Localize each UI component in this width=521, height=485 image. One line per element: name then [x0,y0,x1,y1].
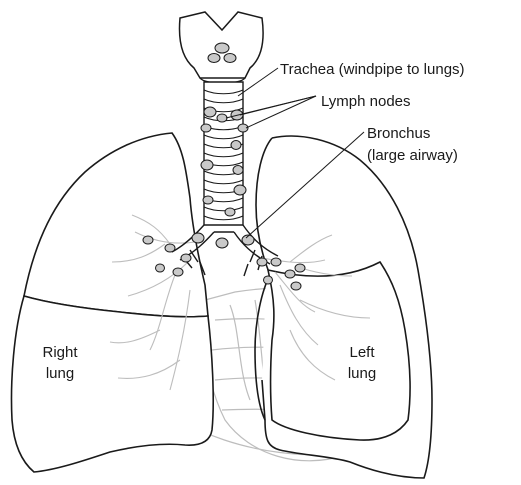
lymph-node [257,258,267,266]
lymph-node [291,282,301,290]
bronchus-label-line1: Bronchus [367,125,430,142]
lymph-node [264,276,273,284]
lymph-node [295,264,305,272]
lymph-node [201,160,213,170]
left-lung [255,136,432,478]
lymph-node [216,238,228,248]
lymph-nodes-label: Lymph nodes [321,93,411,110]
lymph-node [233,166,243,175]
trachea-label: Trachea (windpipe to lungs) [280,61,465,78]
left-lung-label-line1: Left [349,344,375,361]
lymph-node [156,264,165,272]
left-lung-label-line2: lung [348,365,376,382]
lymph-node [285,270,295,278]
lymph-node [201,124,211,132]
bronchus-label-line2: (large airway) [367,147,458,164]
lymph-node [181,254,191,262]
lymph-node [217,114,227,122]
lymph-node [271,258,281,266]
lymph-node [225,208,235,216]
lymph-leader-2 [246,96,316,128]
lymph-node [165,244,175,252]
lymph-node [234,185,246,195]
right-lung-label-line2: lung [46,365,74,382]
lymph-node [143,236,153,244]
lymph-node [231,141,241,150]
lymph-node [173,268,183,276]
right-lung [12,133,214,472]
lymph-node [203,196,213,204]
larynx [180,12,264,83]
lymph-node [192,233,204,243]
right-lung-upper-lobe [24,133,208,317]
right-lung-lower-lobe [12,296,214,472]
lymph-node [204,107,216,117]
right-lung-label-line1: Right [42,344,78,361]
